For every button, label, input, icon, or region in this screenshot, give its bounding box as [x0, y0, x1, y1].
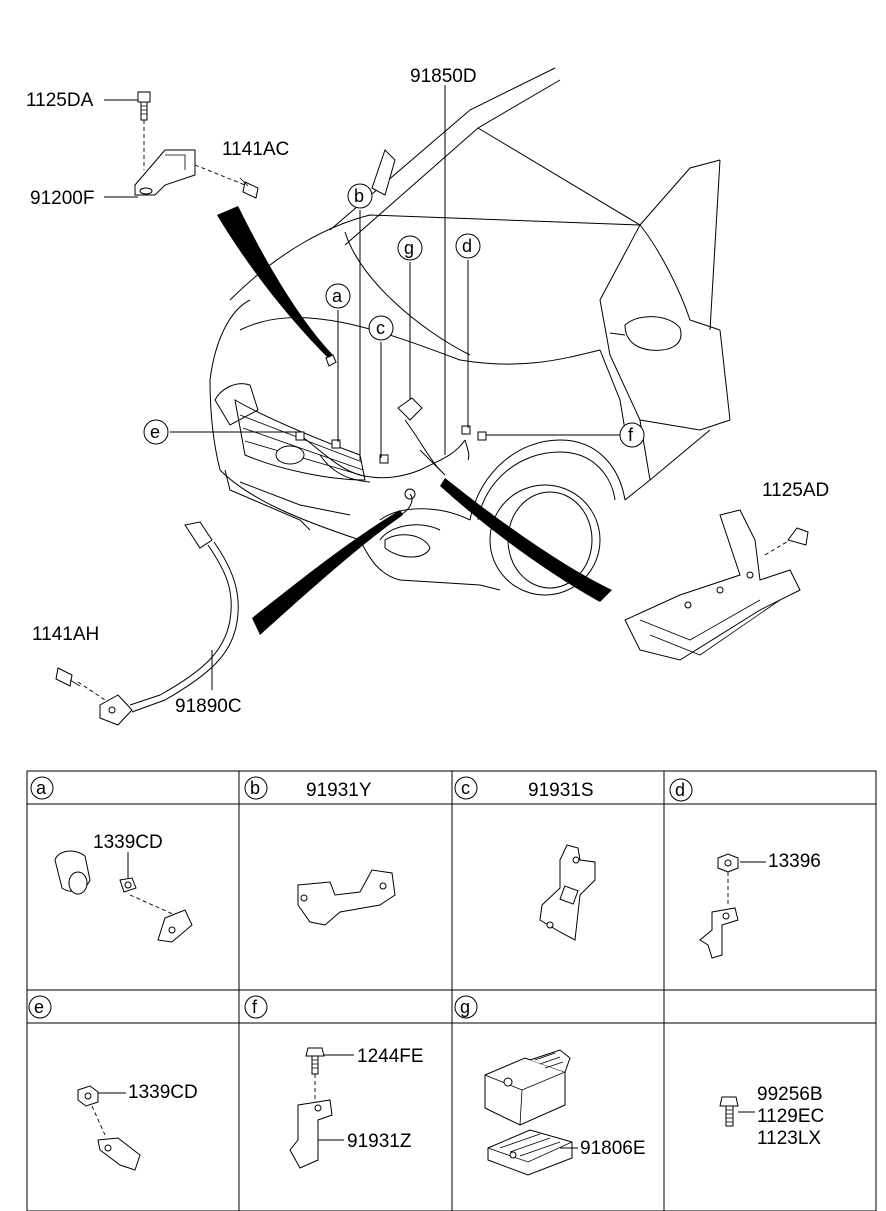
cell-h-part-99256b: 99256B: [757, 1084, 823, 1105]
cell-d-letter: d: [675, 780, 685, 800]
arrow-strokes: [217, 206, 612, 635]
cell-f-part-91931z: 91931Z: [347, 1131, 412, 1152]
callout-c: c: [376, 318, 385, 338]
label-91200f: 91200F: [30, 188, 94, 209]
main-harness: [295, 354, 487, 516]
grid-headers: a b 91931Y c 91931S d e f g: [28, 776, 693, 1019]
vehicle-illustration: [209, 67, 731, 596]
part-91890c-cable: [55, 521, 239, 726]
label-1125da: 1125DA: [26, 90, 94, 111]
label-1141ac: 1141AC: [222, 139, 289, 160]
cell-c-letter: c: [461, 778, 470, 798]
label-91890c: 91890C: [175, 696, 242, 717]
cell-g-part-91806e: 91806E: [580, 1138, 646, 1159]
cell-f-drawing: 1244FE 91931Z: [289, 1046, 424, 1169]
cell-h-part-1123lx: 1123LX: [757, 1128, 821, 1149]
main-part-labels: 1125DA 1141AC 91200F 91850D 1125AD 1141A…: [26, 66, 829, 717]
cell-h-part-1129ec: 1129EC: [757, 1106, 824, 1127]
callout-b: b: [354, 186, 364, 206]
part-91200f-assembly: [134, 91, 259, 199]
cell-c-title: 91931S: [528, 780, 594, 801]
callout-g: g: [404, 238, 414, 258]
label-1125ad: 1125AD: [762, 480, 829, 501]
label-91850d: 91850D: [410, 66, 477, 87]
leader-lines: [170, 85, 620, 460]
cell-h-drawing: 99256B 1129EC 1123LX: [719, 1084, 824, 1149]
cell-b-title: 91931Y: [306, 780, 372, 801]
cell-e-letter: e: [34, 997, 44, 1017]
callout-a: a: [332, 286, 343, 306]
callout-circles: a b c d e f g: [143, 183, 645, 448]
cell-a-letter: a: [36, 778, 47, 798]
callout-e: e: [150, 422, 160, 442]
cell-g-drawing: 91806E: [484, 1049, 646, 1176]
cell-d-drawing: 13396: [699, 851, 821, 959]
cell-d-part-13396: 13396: [768, 851, 821, 872]
callout-f: f: [628, 425, 634, 445]
cell-e-drawing: 1339CD: [77, 1082, 198, 1171]
callout-d: d: [462, 236, 472, 256]
label-1141ah: 1141AH: [32, 624, 99, 645]
part-side-bracket: [624, 509, 809, 661]
cell-a-drawing: 1339CD: [54, 832, 193, 943]
cell-a-part-1339cd: 1339CD: [93, 832, 163, 853]
cell-c-drawing: [539, 844, 596, 941]
cell-b-drawing: [297, 869, 396, 926]
cell-g-letter: g: [460, 997, 470, 1017]
cell-b-letter: b: [250, 778, 260, 798]
cell-e-part-1339cd: 1339CD: [128, 1082, 198, 1103]
detail-grid: [26, 770, 877, 1211]
cell-f-part-1244fe: 1244FE: [357, 1046, 424, 1067]
cell-f-letter: f: [252, 997, 258, 1017]
